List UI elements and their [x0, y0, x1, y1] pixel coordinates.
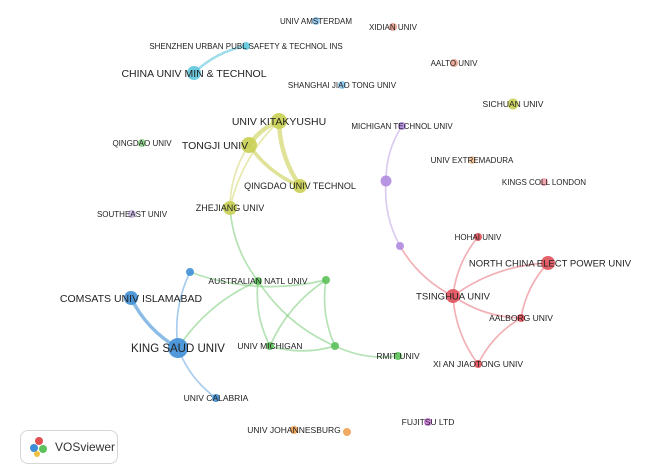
node-label-ncepu[interactable]: NORTH CHINA ELECT POWER UNIV: [469, 258, 632, 269]
node-green1[interactable]: [322, 276, 330, 284]
node-purple2[interactable]: [396, 242, 404, 250]
node-label-hohai[interactable]: HOHAI UNIV: [455, 233, 502, 242]
node-ncepu[interactable]: [541, 256, 555, 270]
node-label-aalborg[interactable]: AALBORG UNIV: [489, 313, 553, 323]
node-label-southeast[interactable]: SOUTHEAST UNIV: [97, 210, 168, 219]
node-anu[interactable]: [254, 277, 262, 285]
node-label-ksu[interactable]: KING SAUD UNIV: [131, 343, 225, 355]
node-label-rmit[interactable]: RMIT UNIV: [376, 351, 420, 361]
node-tongji[interactable]: [241, 137, 257, 153]
node-label-aalto[interactable]: AALTO UNIV: [431, 59, 478, 68]
node-zhejiang[interactable]: [223, 201, 237, 215]
node-orange1[interactable]: [343, 428, 351, 436]
node-label-cumt[interactable]: CHINA UNIV MIN & TECHNOL: [121, 68, 266, 80]
link-green2-rmit: [334, 345, 399, 358]
node-aalborg[interactable]: [517, 314, 525, 322]
node-label-johannesburg[interactable]: UNIV JOHANNESBURG: [247, 425, 341, 435]
node-rmit[interactable]: [394, 352, 402, 360]
node-fujitsu[interactable]: [424, 418, 432, 426]
node-label-tongji[interactable]: TONGJI UNIV: [182, 140, 248, 152]
node-label-kcl[interactable]: KINGS COLL LONDON: [502, 178, 586, 187]
node-label-calabria[interactable]: UNIV CALABRIA: [184, 393, 249, 403]
link-tongji-qut: [247, 144, 301, 188]
node-qingdao[interactable]: [138, 139, 146, 147]
node-label-shenzhen[interactable]: SHENZHEN URBAN PUBL SAFETY & TECHNOL INS: [149, 42, 342, 51]
node-sjtu[interactable]: [338, 81, 346, 89]
node-purple1[interactable]: [380, 175, 392, 187]
link-purple1-purple2: [384, 180, 401, 247]
links-layer: [129, 44, 549, 399]
node-label-sichuan[interactable]: SICHUAN UNIV: [483, 99, 544, 109]
vosviewer-label: VOSviewer: [55, 440, 116, 454]
node-cumt[interactable]: [187, 66, 201, 80]
node-qut[interactable]: [293, 179, 307, 193]
node-tsinghua[interactable]: [446, 289, 460, 303]
link-blue1-ksu: [175, 271, 191, 349]
node-kitakyushu[interactable]: [271, 113, 287, 129]
link-anu-green2: [257, 280, 336, 347]
node-sichuan[interactable]: [507, 98, 519, 110]
node-label-kitakyushu[interactable]: UNIV KITAKYUSHU: [232, 116, 326, 128]
node-umich[interactable]: [266, 342, 274, 350]
node-label-michtech[interactable]: MICHIGAN TECHNOL UNIV: [351, 122, 453, 131]
node-comsats[interactable]: [124, 291, 138, 305]
node-kcl[interactable]: [540, 178, 548, 186]
node-green2[interactable]: [331, 342, 339, 350]
link-michtech-purple1: [385, 125, 403, 182]
node-label-umich[interactable]: UNIV MICHIGAN: [237, 341, 302, 351]
node-ksu[interactable]: [168, 338, 188, 358]
node-label-extremadura[interactable]: UNIV EXTREMADURA: [431, 156, 514, 165]
link-aalborg-xjtu: [477, 317, 522, 365]
node-label-comsats[interactable]: COMSATS UNIV ISLAMABAD: [60, 293, 203, 305]
node-xidian[interactable]: [389, 23, 397, 31]
node-label-qut[interactable]: QINGDAO UNIV TECHNOL: [244, 181, 356, 191]
node-blue1[interactable]: [186, 268, 194, 276]
link-zhejiang-anu: [229, 207, 259, 282]
node-label-qingdao[interactable]: QINGDAO UNIV: [112, 139, 172, 148]
node-label-sjtu[interactable]: SHANGHAI JIAO TONG UNIV: [288, 81, 397, 90]
node-label-tsinghua[interactable]: TSINGHUA UNIV: [416, 291, 491, 302]
link-ncepu-tsinghua: [452, 262, 549, 297]
node-southeast[interactable]: [128, 210, 136, 218]
node-label-xidian[interactable]: XIDIAN UNIV: [369, 23, 418, 32]
node-label-anu[interactable]: AUSTRALIAN NATL UNIV: [208, 276, 308, 286]
link-green1-umich: [269, 279, 327, 347]
node-johannesburg[interactable]: [290, 426, 298, 434]
node-michtech[interactable]: [398, 122, 406, 130]
node-label-amsterdam[interactable]: UNIV AMSTERDAM: [280, 17, 352, 26]
node-label-xjtu[interactable]: XI AN JIAOTONG UNIV: [433, 359, 523, 369]
link-blue1-green1: [189, 271, 327, 288]
vosviewer-logo-icon: [30, 437, 47, 457]
node-label-zhejiang[interactable]: ZHEJIANG UNIV: [196, 203, 265, 213]
link-anu-umich: [256, 280, 271, 347]
link-ncepu-aalborg: [520, 262, 549, 319]
node-calabria[interactable]: [212, 394, 220, 402]
nodes-layer: [124, 17, 555, 436]
link-purple2-tsinghua: [399, 245, 454, 297]
node-xjtu[interactable]: [474, 360, 482, 368]
link-comsats-ksu: [129, 297, 179, 350]
vosviewer-badge[interactable]: VOSviewer: [20, 430, 118, 464]
node-hohai[interactable]: [474, 233, 482, 241]
link-green1-green2: [323, 279, 336, 347]
node-shenzhen[interactable]: [242, 42, 250, 50]
node-label-fujitsu[interactable]: FUJITSU LTD: [402, 417, 455, 427]
link-tsinghua-xjtu: [452, 295, 479, 365]
node-extremadura[interactable]: [468, 156, 476, 164]
node-aalto[interactable]: [450, 59, 458, 67]
node-amsterdam[interactable]: [312, 17, 320, 25]
link-anu-ksu: [177, 280, 259, 349]
link-kitakyushu-zhejiang: [229, 120, 280, 209]
labels-layer: UNIV AMSTERDAM XIDIAN UNIV SHENZHEN URBAN …: [60, 17, 632, 435]
link-umich-green2: [269, 345, 336, 352]
